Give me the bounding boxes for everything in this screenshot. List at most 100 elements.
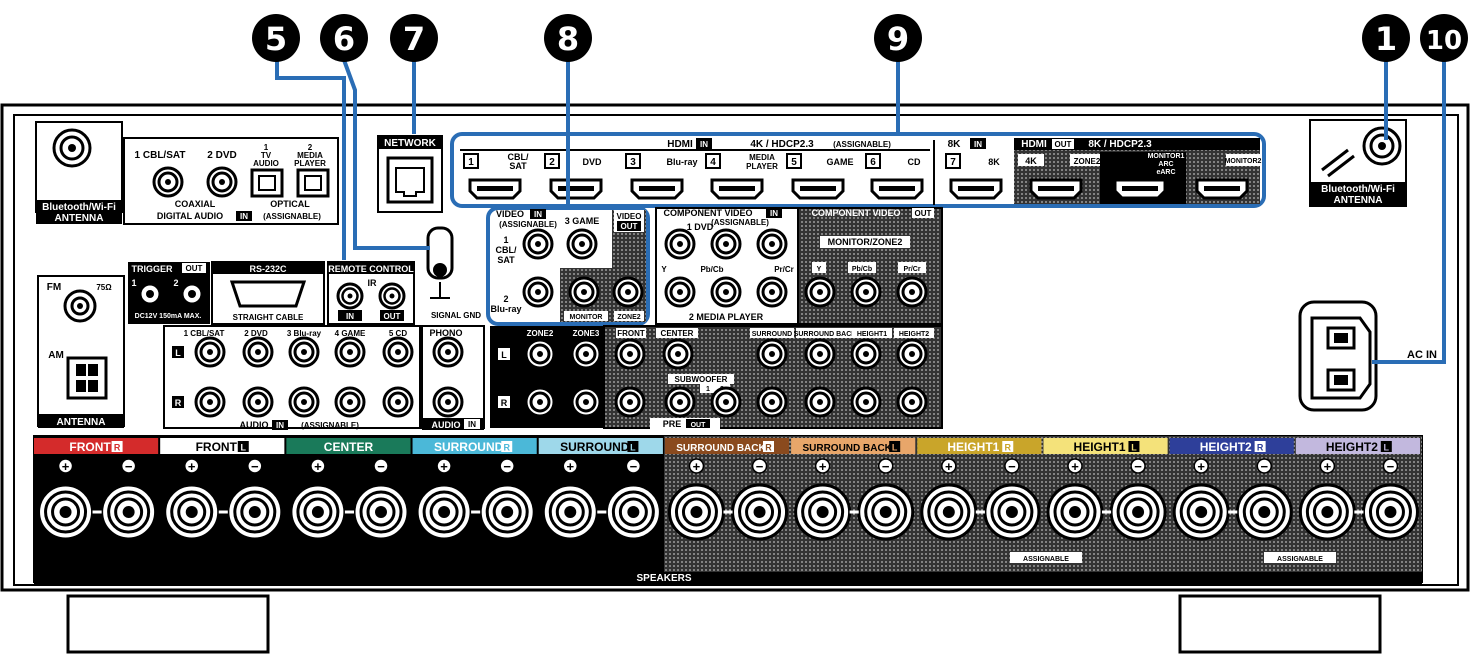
preout-subwoofer-1[interactable]: [664, 386, 696, 418]
preout-center[interactable]: [662, 338, 694, 370]
coax2-jack[interactable]: [206, 166, 238, 198]
am-terminal[interactable]: [66, 356, 108, 400]
audio-in-3-l[interactable]: [288, 336, 320, 368]
video-out-zone2-jack[interactable]: [612, 276, 644, 308]
svg-text:Pb/Cb: Pb/Cb: [852, 266, 872, 273]
video-out-monitor-jack[interactable]: [568, 276, 600, 308]
audio-in-1-l[interactable]: [194, 336, 226, 368]
speaker-binding-post-plus[interactable]: [163, 483, 221, 541]
svg-text:CENTER: CENTER: [661, 329, 694, 338]
hdmi-in-6[interactable]: 6 CD: [865, 153, 924, 200]
speaker-binding-post-plus[interactable]: [667, 483, 725, 541]
coax1-jack[interactable]: [152, 166, 184, 198]
hdmi-out-monitor1-earc[interactable]: MONITOR1 ARC eARC: [1100, 152, 1186, 204]
speaker-binding-post-minus[interactable]: [1361, 483, 1419, 541]
preout-front-l[interactable]: [614, 338, 646, 370]
speaker-binding-post-plus[interactable]: [541, 483, 599, 541]
speaker-binding-post-plus[interactable]: [37, 483, 95, 541]
speaker-binding-post-plus[interactable]: [415, 483, 473, 541]
hdmi-in-5[interactable]: 5 GAME: [786, 153, 854, 200]
speaker-binding-post-minus[interactable]: [731, 483, 789, 541]
component-in-2-pb[interactable]: [710, 276, 742, 308]
phono-r-jack[interactable]: [432, 386, 464, 418]
speaker-binding-post-plus[interactable]: [1298, 483, 1356, 541]
remote-out-jack[interactable]: [378, 282, 406, 310]
svg-text:2: 2: [549, 157, 555, 168]
preout-zone3-r[interactable]: [570, 386, 602, 418]
svg-text:ZONE2: ZONE2: [527, 329, 554, 338]
svg-text:Y: Y: [817, 266, 822, 273]
hdmi-out-zone2[interactable]: 4K ZONE2: [1018, 154, 1104, 200]
component-in-1-y[interactable]: [664, 228, 696, 260]
audio-in-2-l[interactable]: [242, 336, 274, 368]
preout-subwoofer-2[interactable]: [710, 386, 742, 418]
preout-zone3-l[interactable]: [570, 338, 602, 370]
speaker-binding-post-minus[interactable]: [1235, 483, 1293, 541]
optical1-jack[interactable]: [250, 168, 284, 198]
svg-text:HDMI: HDMI: [1021, 139, 1047, 150]
speaker-binding-post-minus[interactable]: [478, 483, 536, 541]
component-in-1-pr[interactable]: [756, 228, 788, 260]
video-in-3-jack[interactable]: [566, 228, 598, 260]
bt-antenna-right[interactable]: Bluetooth/Wi-Fi ANTENNA: [1309, 119, 1407, 207]
hdmi-in-2[interactable]: 2 DVD: [544, 153, 603, 200]
video-in-2-jack[interactable]: [522, 276, 554, 308]
audio-in-2-r[interactable]: [242, 386, 274, 418]
video-in-1-jack[interactable]: [522, 228, 554, 260]
digital-audio-section: 1 CBL/SAT 2 DVD 1 TV AUDIO 2 MEDIA PLAYE…: [123, 137, 339, 225]
svg-text:75Ω: 75Ω: [96, 283, 112, 292]
network-port[interactable]: NETWORK: [377, 135, 443, 213]
preout-height2-r[interactable]: [896, 386, 928, 418]
audio-in-5-l[interactable]: [382, 336, 414, 368]
audio-in-3-r[interactable]: [288, 386, 320, 418]
audio-in-5-r[interactable]: [382, 386, 414, 418]
component-out-y[interactable]: [804, 276, 836, 308]
speaker-binding-post-plus[interactable]: [794, 483, 852, 541]
preout-surroundback-r[interactable]: [804, 386, 836, 418]
audio-in-1-r[interactable]: [194, 386, 226, 418]
hdmi-out-monitor2[interactable]: MONITOR2: [1195, 154, 1262, 200]
speaker-binding-post-plus[interactable]: [289, 483, 347, 541]
speaker-binding-post-minus[interactable]: [100, 483, 158, 541]
component-in-1-pb[interactable]: [710, 228, 742, 260]
speaker-binding-post-minus[interactable]: [1109, 483, 1167, 541]
hdmi-in-4[interactable]: 4 MEDIA PLAYER: [705, 153, 778, 200]
preout-zone2-r[interactable]: [524, 386, 556, 418]
hdmi-in-1[interactable]: 1 CBL/ SAT: [463, 152, 529, 200]
preout-surround-r[interactable]: [756, 386, 788, 418]
speaker-side-badge: R: [503, 443, 510, 453]
svg-text:IN: IN: [770, 209, 778, 218]
preout-height1-l[interactable]: [850, 338, 882, 370]
hdmi-in-7-8k[interactable]: 7 8K: [945, 153, 1003, 200]
svg-text:COAXIAL: COAXIAL: [175, 199, 216, 209]
audio-in-4-l[interactable]: [334, 336, 366, 368]
component-in-2-pr[interactable]: [756, 276, 788, 308]
speaker-binding-post-minus[interactable]: [352, 483, 410, 541]
speaker-binding-post-plus[interactable]: [920, 483, 978, 541]
speaker-channel-label: HEIGHT2: [1326, 440, 1378, 454]
optical2-jack[interactable]: [296, 168, 330, 198]
speaker-binding-post-plus[interactable]: [1172, 483, 1230, 541]
preout-height1-r[interactable]: [850, 386, 882, 418]
component-out-pb[interactable]: [850, 276, 882, 308]
phono-l-jack[interactable]: [432, 336, 464, 368]
speaker-binding-post-minus[interactable]: [857, 483, 915, 541]
rs232c-port[interactable]: RS-232C STRAIGHT CABLE: [211, 261, 325, 325]
preout-height2-l[interactable]: [896, 338, 928, 370]
component-out-pr[interactable]: [896, 276, 928, 308]
ac-in-inlet[interactable]: AC IN: [1298, 300, 1437, 412]
remote-in-jack[interactable]: [336, 282, 364, 310]
speaker-binding-post-minus[interactable]: [604, 483, 662, 541]
preout-surround-l[interactable]: [756, 338, 788, 370]
speaker-binding-post-minus[interactable]: [226, 483, 284, 541]
preout-surroundback-l[interactable]: [804, 338, 836, 370]
component-in-2-y[interactable]: [664, 276, 696, 308]
preout-zone2-l[interactable]: [524, 338, 556, 370]
hdmi-in-3[interactable]: 3 Blu-ray: [625, 153, 698, 200]
audio-in-4-r[interactable]: [334, 386, 366, 418]
speaker-binding-post-plus[interactable]: [1046, 483, 1104, 541]
preout-front-r[interactable]: [614, 386, 646, 418]
bt-antenna-left[interactable]: Bluetooth/Wi-Fi ANTENNA: [35, 121, 123, 224]
speaker-binding-post-minus[interactable]: [983, 483, 1041, 541]
signal-gnd[interactable]: SIGNAL GND: [426, 226, 481, 320]
